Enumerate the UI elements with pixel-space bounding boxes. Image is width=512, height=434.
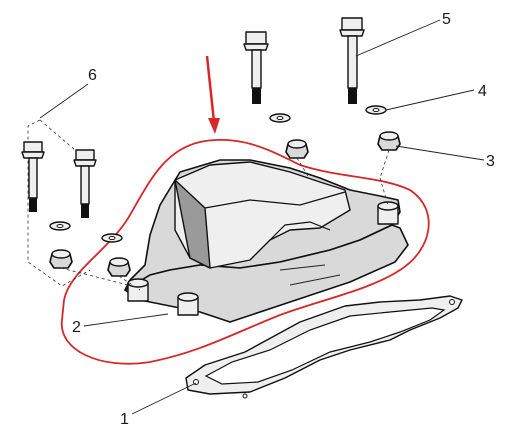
- callout-6: 6: [88, 67, 97, 84]
- bolt-set-center: [243, 31, 309, 177]
- washer-icon: [365, 105, 387, 115]
- washer-icon: [101, 233, 123, 243]
- bolt-set-right: [339, 17, 401, 206]
- bolt-icon: [21, 141, 45, 212]
- callout-3: 3: [486, 153, 495, 170]
- nut-icon: [377, 131, 401, 151]
- bolt-set-6: [21, 119, 141, 291]
- nut-icon: [285, 139, 309, 159]
- callout-1: 1: [120, 411, 129, 428]
- gasket-part: [185, 295, 463, 399]
- callout-4: 4: [478, 83, 487, 100]
- washer-icon: [269, 113, 291, 123]
- callout-5: 5: [442, 11, 451, 28]
- bolt-icon: [243, 31, 269, 104]
- nut-icon: [49, 249, 73, 269]
- washer-icon: [49, 221, 71, 231]
- highlight-outline: [61, 138, 430, 365]
- leader-lines: [39, 19, 485, 415]
- bolt-icon: [339, 17, 365, 104]
- bolt-icon: [73, 149, 97, 218]
- callout-2: 2: [72, 319, 81, 336]
- cover-part: [124, 159, 409, 323]
- nut-icon: [107, 257, 131, 277]
- red-arrow-icon: [205, 55, 220, 134]
